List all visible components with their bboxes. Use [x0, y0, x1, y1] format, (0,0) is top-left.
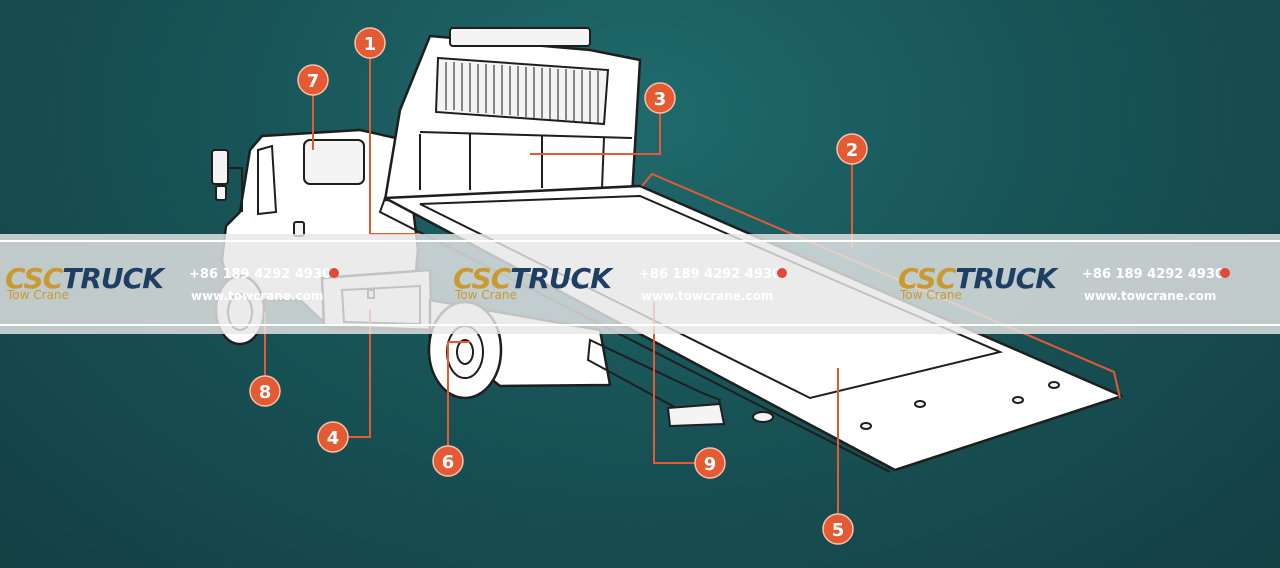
brand-truck: TRUCK — [62, 262, 164, 295]
svg-text:2: 2 — [846, 140, 859, 161]
brand-logo: CSCTRUCK — [5, 262, 164, 295]
callout-6: 6 — [432, 445, 464, 477]
svg-text:9: 9 — [704, 454, 717, 475]
headboard-grille — [434, 56, 610, 126]
website: www.towcrane.com — [1084, 289, 1217, 303]
leader-line-4 — [348, 310, 371, 438]
leader-line-9 — [653, 302, 695, 464]
callout-4: 4 — [317, 421, 349, 453]
phone-icon — [1220, 268, 1230, 278]
light-bar — [449, 27, 591, 47]
brand-subtitle: Tow Crane — [7, 288, 69, 302]
cab-rear-window — [303, 139, 365, 185]
svg-text:4: 4 — [327, 428, 340, 449]
headboard — [383, 27, 642, 202]
phone-number: +86 189 4292 4930 — [189, 267, 332, 282]
callout-9: 9 — [694, 447, 726, 479]
phone-number: +86 189 4292 4930 — [1082, 267, 1225, 282]
callout-2: 2 — [836, 133, 868, 165]
brand-subtitle: Tow Crane — [455, 288, 517, 302]
svg-text:7: 7 — [307, 71, 320, 92]
svg-text:5: 5 — [832, 520, 845, 541]
website: www.towcrane.com — [641, 289, 774, 303]
svg-text:6: 6 — [442, 452, 455, 473]
callout-5: 5 — [822, 513, 854, 545]
watermark-1: CSCTRUCK Tow Crane +86 189 4292 4930 www… — [5, 262, 435, 312]
phone-number: +86 189 4292 4930 — [639, 267, 782, 282]
brand-subtitle: Tow Crane — [900, 288, 962, 302]
callout-1: 1 — [354, 27, 386, 59]
brand-csc: CSC — [5, 262, 63, 295]
brand-logo: CSCTRUCK — [898, 262, 1057, 295]
brand-truck: TRUCK — [510, 262, 612, 295]
phone-icon — [329, 268, 339, 278]
leader-line-3 — [530, 112, 661, 155]
brand-logo: CSCTRUCK — [453, 262, 612, 295]
watermark-band: CSCTRUCK Tow Crane +86 189 4292 4930 www… — [0, 234, 1280, 334]
watermark-2: CSCTRUCK Tow Crane +86 189 4292 4930 www… — [453, 262, 883, 312]
brand-truck: TRUCK — [955, 262, 1057, 295]
leader-line-6 — [447, 341, 470, 446]
website: www.towcrane.com — [191, 289, 324, 303]
side-mirror — [211, 149, 229, 185]
phone-icon — [777, 268, 787, 278]
svg-text:3: 3 — [654, 89, 667, 110]
callout-3: 3 — [644, 82, 676, 114]
callout-7: 7 — [297, 64, 329, 96]
callout-8: 8 — [249, 375, 281, 407]
brand-csc: CSC — [453, 262, 511, 295]
watermark-3: CSCTRUCK Tow Crane +86 189 4292 4930 www… — [898, 262, 1268, 312]
band-top-rule — [0, 240, 1280, 242]
band-bottom-rule — [0, 324, 1280, 326]
deck-slot — [752, 411, 774, 423]
brand-csc: CSC — [898, 262, 956, 295]
svg-text:1: 1 — [364, 34, 377, 55]
svg-text:8: 8 — [259, 382, 272, 403]
